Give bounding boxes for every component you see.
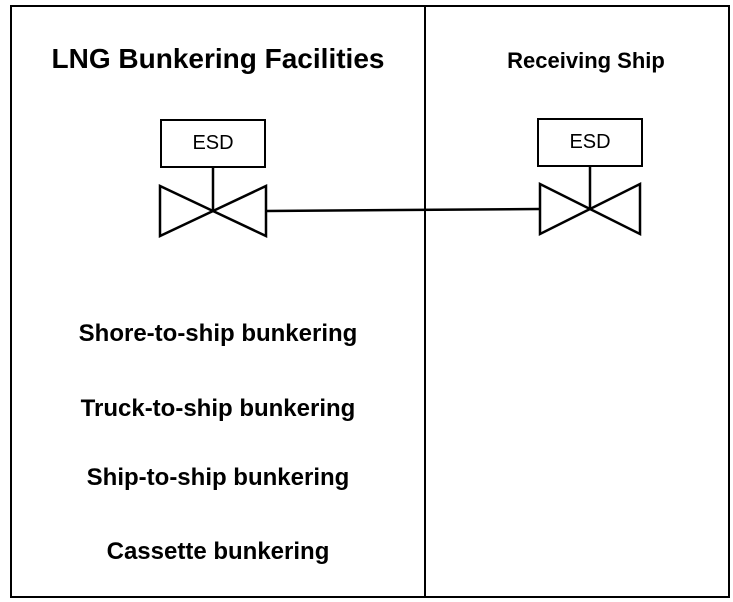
method-cassette: Cassette bunkering <box>106 538 330 565</box>
right-panel-title: Receiving Ship <box>507 48 665 73</box>
method-truck-to-ship: Truck-to-ship bunkering <box>80 395 356 422</box>
right-valve-left-triangle <box>538 181 593 237</box>
right-valve-right-triangle <box>587 181 642 237</box>
left-valve-right-triangle <box>210 184 268 238</box>
pipe-line <box>265 207 541 213</box>
left-valve-left-triangle <box>158 184 216 238</box>
left-panel-title: LNG Bunkering Facilities <box>51 43 385 74</box>
right-esd-label: ESD <box>569 131 611 153</box>
diagram-frame <box>10 5 730 598</box>
right-valve-icon <box>538 167 642 237</box>
left-esd-box: ESD <box>160 119 266 168</box>
panel-divider <box>424 5 426 598</box>
left-esd-label: ESD <box>192 132 234 154</box>
method-shore-to-ship: Shore-to-ship bunkering <box>78 320 358 347</box>
method-ship-to-ship: Ship-to-ship bunkering <box>86 464 350 491</box>
left-valve-icon <box>158 168 268 238</box>
right-esd-box: ESD <box>537 118 643 167</box>
